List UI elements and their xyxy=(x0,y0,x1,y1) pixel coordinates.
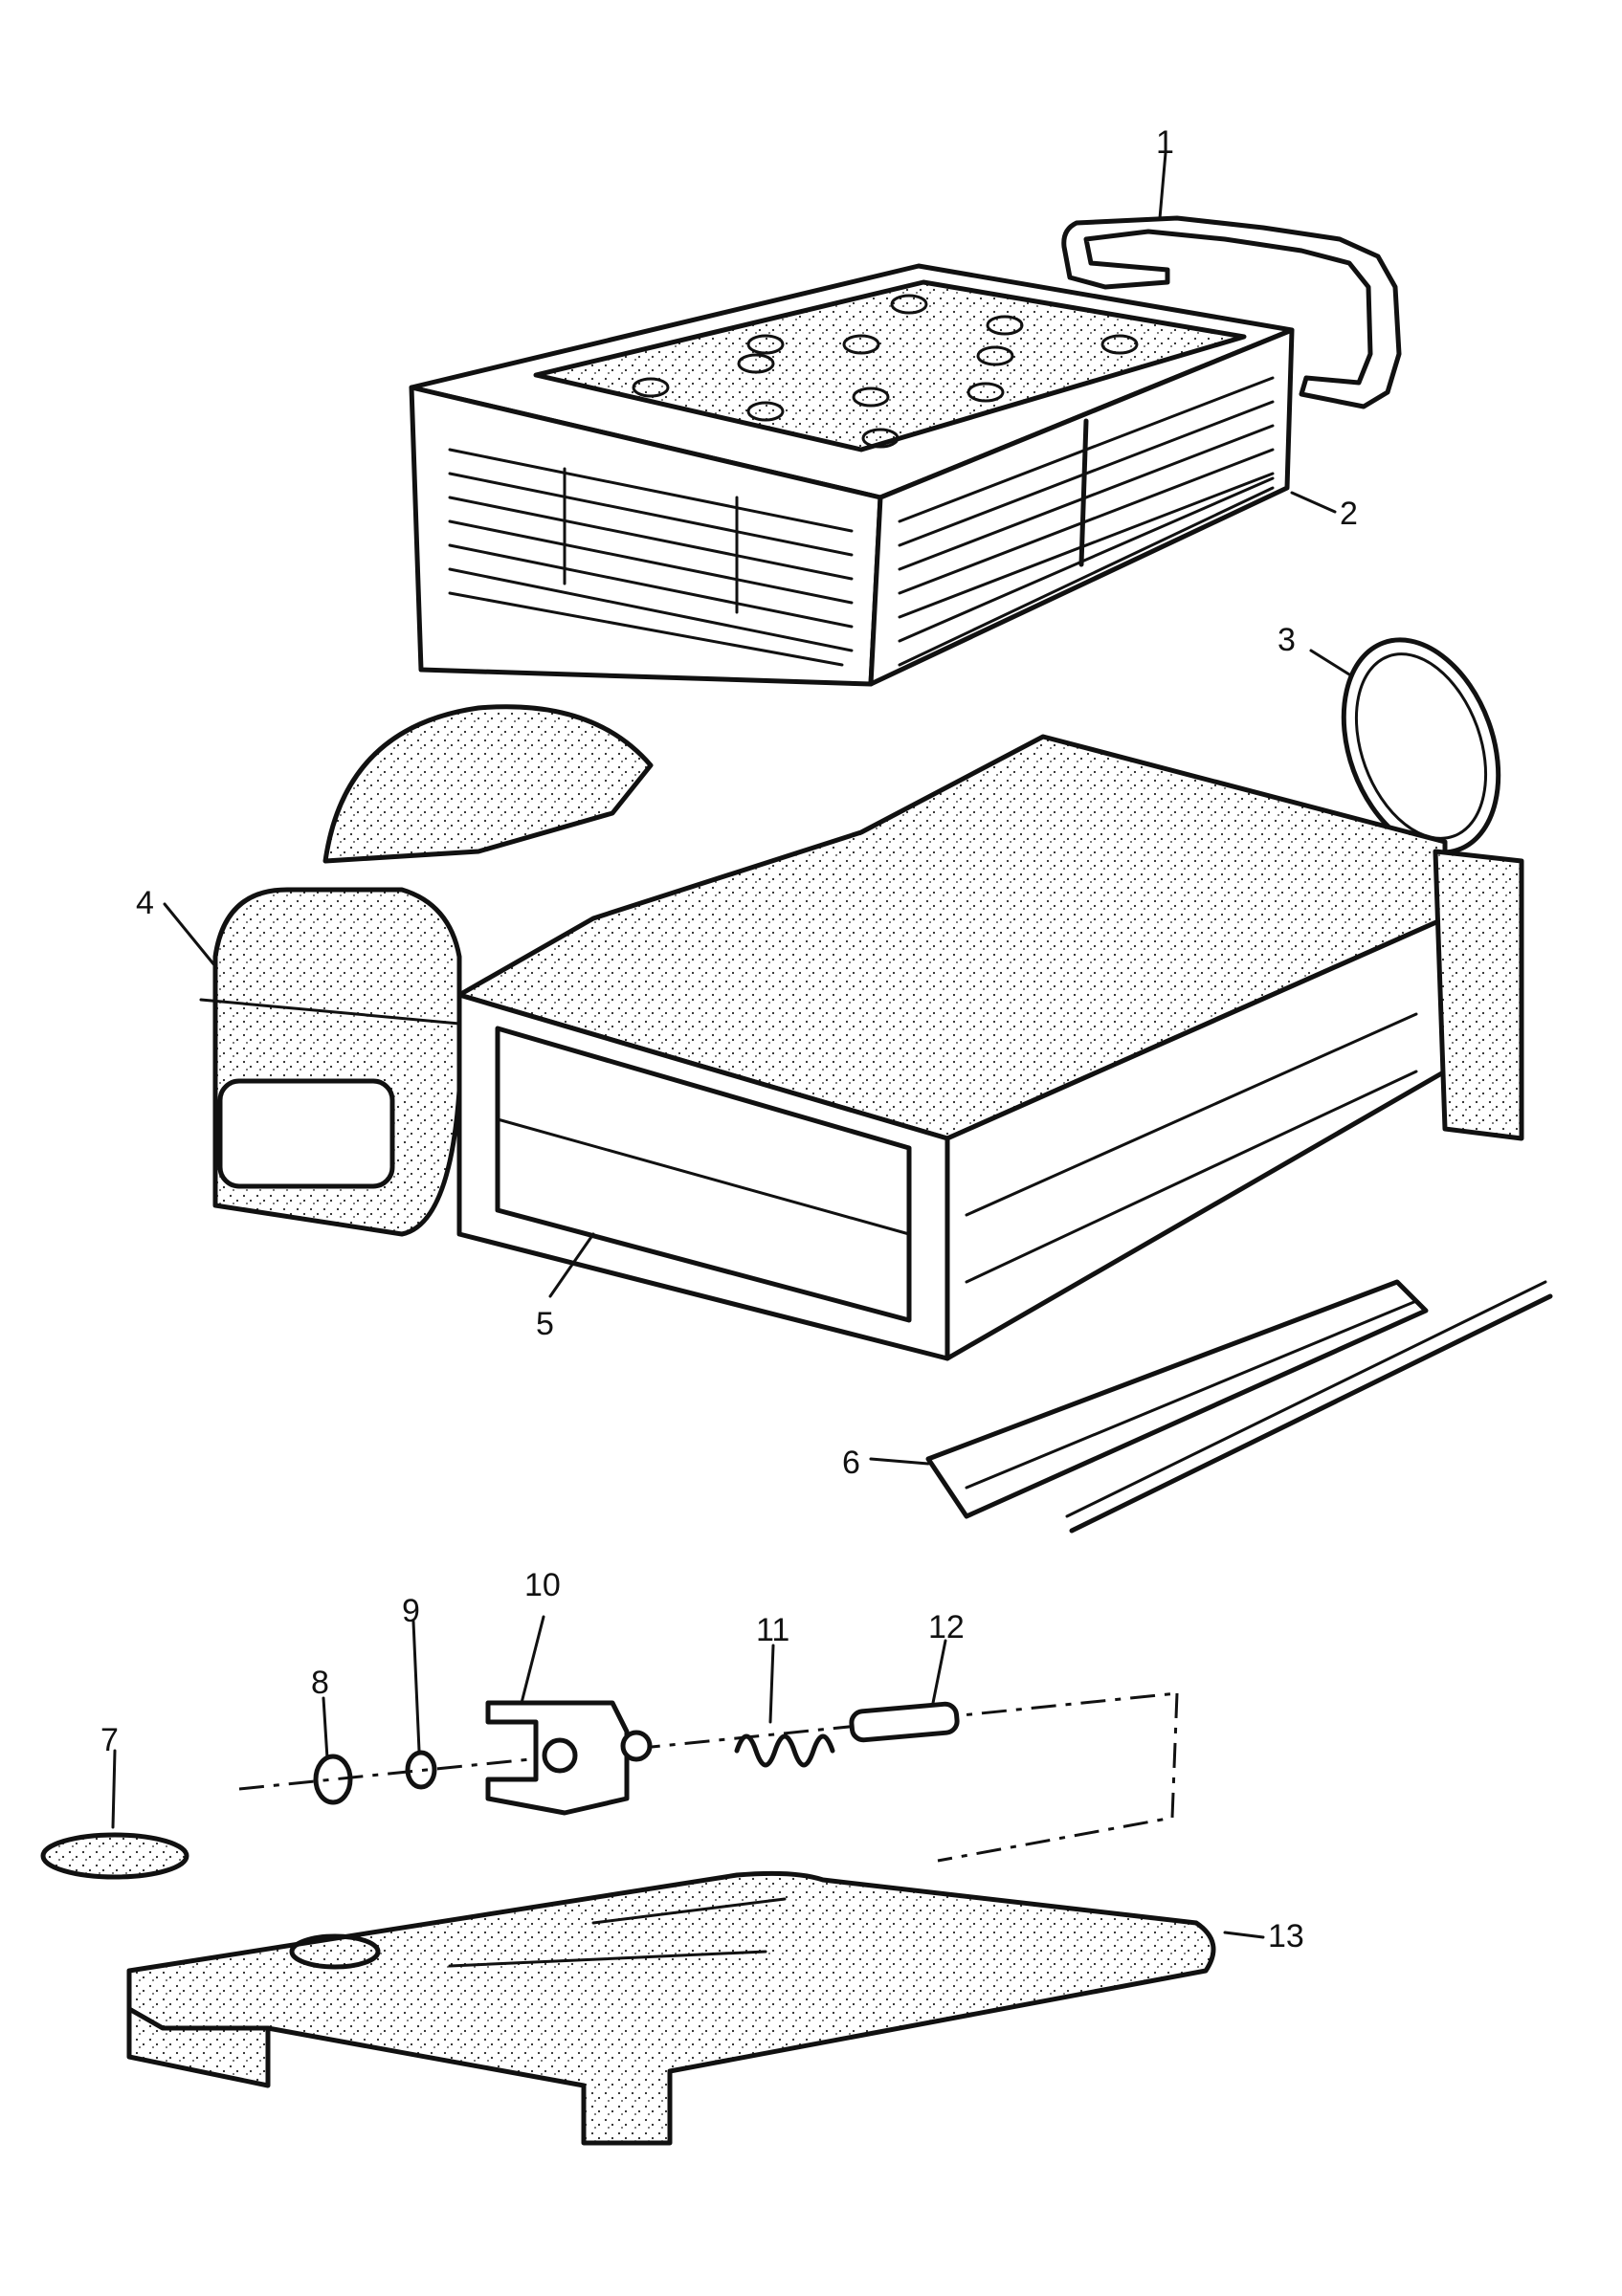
callout-13: 13 xyxy=(1268,1918,1304,1954)
exchanger-side-fins xyxy=(898,376,1275,667)
part-13-base-tray xyxy=(126,1870,1216,2146)
callout-2: 2 xyxy=(1340,496,1358,532)
part-2-heat-exchanger xyxy=(409,263,1295,687)
part-10-bracket xyxy=(485,1700,653,1816)
exchanger-front-fins xyxy=(448,448,854,667)
part-1-gasket xyxy=(1061,215,1402,409)
part-5-duct-housing xyxy=(322,704,1524,1361)
callout-labels: 1 2 3 4 5 6 7 8 9 10 11 12 13 xyxy=(100,124,1358,1954)
part-11-spring xyxy=(734,1733,835,1768)
part-6-plate xyxy=(925,1279,1553,1534)
part-12-plunger xyxy=(849,1701,960,1743)
callout-4: 4 xyxy=(136,885,154,921)
callout-8: 8 xyxy=(311,1665,329,1701)
leader-lines xyxy=(111,151,1351,1939)
part-7-cap xyxy=(40,1832,189,1880)
part-9-washer xyxy=(405,1750,437,1790)
callout-10: 10 xyxy=(524,1567,561,1603)
callout-3: 3 xyxy=(1278,622,1296,658)
part-3-ring xyxy=(1341,637,1501,855)
callout-6: 6 xyxy=(842,1445,860,1481)
assembly-axis xyxy=(238,1691,1178,1791)
callout-5: 5 xyxy=(536,1306,554,1342)
callout-11: 11 xyxy=(756,1612,789,1648)
callout-12: 12 xyxy=(928,1609,965,1645)
exchanger-holes xyxy=(632,294,1139,449)
callout-9: 9 xyxy=(402,1593,420,1629)
callout-7: 7 xyxy=(100,1722,119,1758)
callout-1: 1 xyxy=(1156,124,1174,161)
part-8-ring xyxy=(313,1754,353,1805)
part-4-fan-housing xyxy=(199,887,462,1237)
